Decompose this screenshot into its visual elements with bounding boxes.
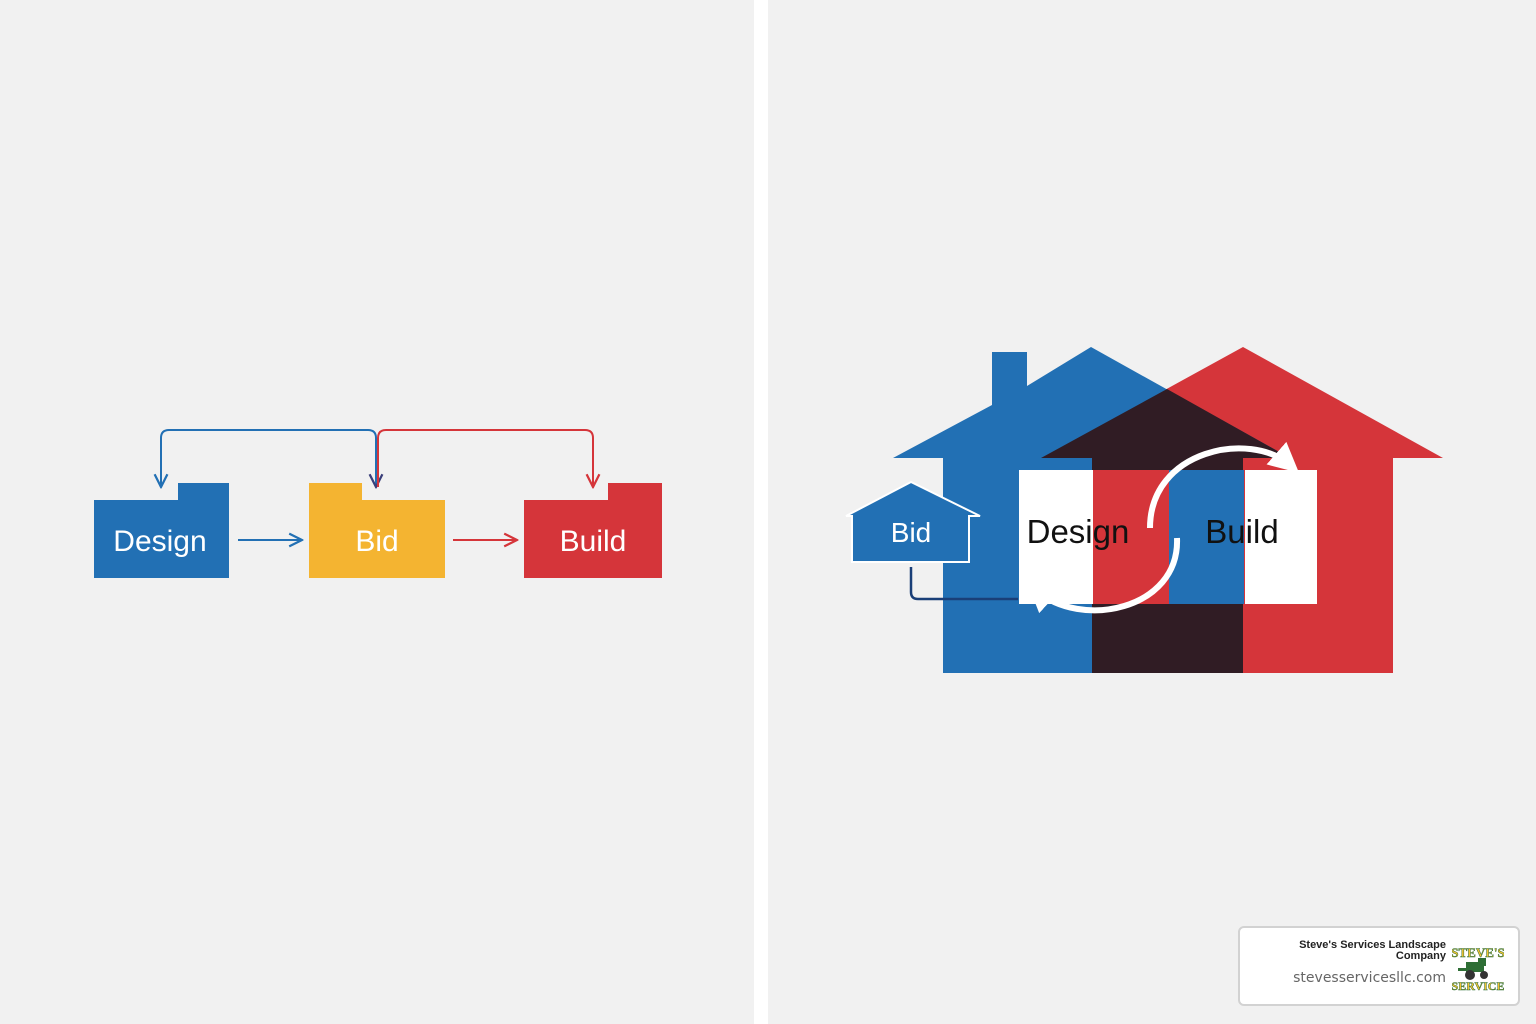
logo-text-bottom: SERVICE [1452,979,1504,992]
right-diagram: Design Build Bid [845,347,1443,673]
company-badge[interactable]: Steve's Services Landscape Company steve… [1238,926,1520,1006]
bid-box [309,483,445,578]
design-label: Design [113,525,206,558]
tractor-icon [1458,958,1488,980]
cycle-arrow-bottom [1027,537,1181,614]
bid-text: Bid [891,517,931,548]
bid-house [845,480,981,563]
connector-bid-to-build-top [377,429,593,487]
build-text: Build [1205,513,1278,550]
steves-service-logo: STEVE'S SERVICE [1452,944,1504,992]
design-box [94,483,229,578]
bid-label: Bid [355,525,398,558]
connector-design-to-bid-top [161,429,376,487]
build-label: Build [560,525,627,558]
bid-feedback-line [909,567,1018,601]
center-blue-strip [1169,470,1244,604]
panel-divider [754,0,768,1024]
company-url[interactable]: stevesservicesllc.com [1293,970,1446,986]
design-panel [1019,470,1093,604]
build-box [524,483,662,578]
build-panel [1245,470,1317,604]
logo-text-top: STEVE'S [1452,945,1504,960]
left-diagram: Design Bid Build [94,429,662,578]
company-name: Steve's Services Landscape Company [1299,939,1446,962]
cycle-arrow-top [1147,441,1300,529]
design-text: Design [1027,513,1130,550]
